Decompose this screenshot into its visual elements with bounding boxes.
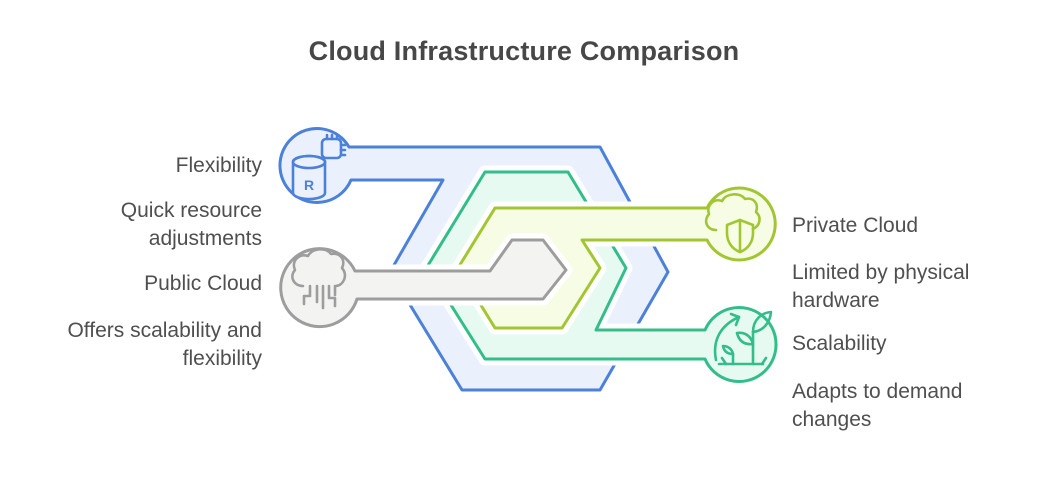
growth-plant-icon <box>713 310 773 366</box>
offers-scalability-label: Offers scalability and flexibility <box>67 319 262 370</box>
database-chip-icon <box>291 133 347 201</box>
cloud-shield-icon <box>704 193 761 254</box>
database-letter: R <box>304 177 314 193</box>
gray-key-link <box>274 233 573 334</box>
page-title: Cloud Infrastructure Comparison <box>308 36 740 66</box>
adapts-demand-label: Adapts to demand changes <box>792 380 963 431</box>
flexibility-label: Flexibility <box>175 154 262 177</box>
cloud-circuit-icon <box>291 248 347 310</box>
private-cloud-label: Private Cloud <box>792 214 919 237</box>
scalability-label: Scalability <box>792 332 887 355</box>
public-cloud-label: Public Cloud <box>144 272 262 295</box>
limited-hardware-label: Limited by physical hardware <box>792 261 970 312</box>
quick-resource-label: Quick resource adjustments <box>120 199 262 250</box>
